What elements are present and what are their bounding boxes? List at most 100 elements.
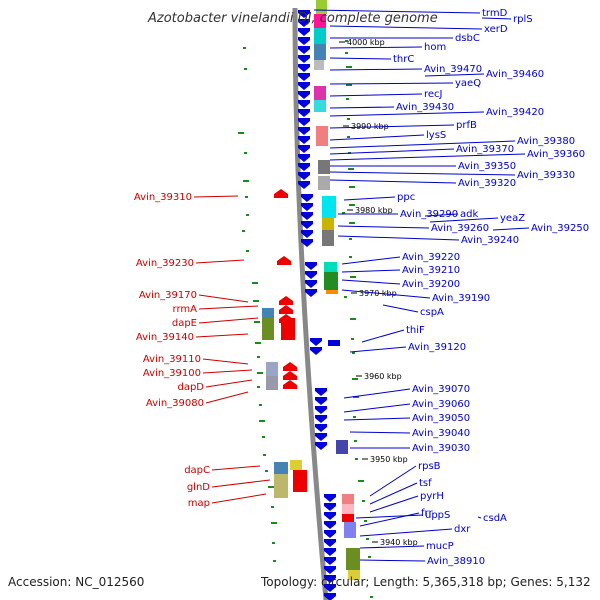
gc-dot <box>344 296 347 298</box>
gc-dot <box>268 486 274 488</box>
gc-dot <box>262 436 265 438</box>
leader-line <box>329 82 454 85</box>
gene-label[interactable]: adk <box>460 209 478 220</box>
gene-label[interactable]: dapD <box>177 382 204 393</box>
gene-arrow <box>283 362 297 371</box>
gene-label[interactable]: Avin_39070 <box>412 384 470 395</box>
gene-label[interactable]: Avin_39060 <box>412 399 470 410</box>
gene-label[interactable]: rrmA <box>173 304 198 315</box>
gene-label[interactable]: Avin_39470 <box>424 64 482 75</box>
gene-label[interactable]: Avin_39120 <box>408 342 466 353</box>
gene-label[interactable]: cspA <box>420 307 444 318</box>
gc-dot <box>347 136 350 138</box>
gene-block <box>328 340 340 346</box>
gene-arrow <box>315 415 327 423</box>
gene-arrow <box>305 271 317 279</box>
gene-label[interactable]: Avin_39460 <box>486 69 544 80</box>
gene-arrow <box>324 575 336 583</box>
gc-dot <box>349 222 355 224</box>
gene-label[interactable]: Avin_39140 <box>136 332 194 343</box>
gene-arrow <box>305 280 317 288</box>
gene-label[interactable]: yeaZ <box>500 213 525 224</box>
gc-dot <box>350 276 356 278</box>
gene-label[interactable]: Avin_39290 <box>400 209 458 220</box>
gene-label[interactable]: frr <box>421 508 433 519</box>
gene-label[interactable]: pyrH <box>420 491 444 502</box>
gene-label[interactable]: dapC <box>184 465 210 476</box>
gene-label[interactable]: Avin_39350 <box>458 161 516 172</box>
gene-label[interactable]: Avin_39110 <box>143 354 201 365</box>
gene-label[interactable]: prfB <box>456 120 477 131</box>
leader-line <box>202 358 249 365</box>
gene-label[interactable]: Avin_39250 <box>531 223 589 234</box>
gene-label[interactable]: Avin_39240 <box>461 235 519 246</box>
gene-arrow <box>298 10 310 18</box>
gene-label[interactable]: dapE <box>172 318 197 329</box>
gene-arrow <box>324 521 336 529</box>
gene-label[interactable]: Avin_39370 <box>456 144 514 155</box>
gene-arrow <box>298 73 310 81</box>
gene-label[interactable]: Avin_39220 <box>402 252 460 263</box>
gene-label[interactable]: Avin_39190 <box>432 293 490 304</box>
gene-label[interactable]: Avin_39100 <box>143 368 201 379</box>
gene-label[interactable]: Avin_39430 <box>396 102 454 113</box>
gene-label[interactable]: Avin_39260 <box>431 223 489 234</box>
gene-arrow <box>305 289 317 297</box>
gene-label[interactable]: recJ <box>424 89 443 100</box>
gene-label[interactable]: Avin_39360 <box>527 149 585 160</box>
gene-arrow <box>315 442 327 450</box>
gene-label[interactable]: rplS <box>513 14 533 25</box>
leader-line <box>343 388 411 399</box>
gene-arrow <box>301 212 313 220</box>
gene-label[interactable]: thiF <box>406 325 425 336</box>
gene-label[interactable]: tsf <box>419 478 432 489</box>
leader-line <box>195 333 249 338</box>
gene-arrow <box>301 221 313 229</box>
leader-line <box>211 493 267 504</box>
gene-label[interactable]: xerD <box>484 24 508 35</box>
gc-dot <box>253 300 259 302</box>
leader-line <box>337 235 460 241</box>
gene-label[interactable]: Avin_39420 <box>486 107 544 118</box>
gene-label[interactable]: Avin_39030 <box>412 443 470 454</box>
gene-label[interactable]: Avin_39230 <box>136 258 194 269</box>
gene-label[interactable]: map <box>188 498 210 509</box>
gene-label[interactable]: dsbC <box>455 33 480 44</box>
gene-label[interactable]: Avin_39200 <box>402 279 460 290</box>
gene-arrow <box>315 406 327 414</box>
leader-line <box>424 73 485 77</box>
gene-label[interactable]: Avin_39320 <box>458 178 516 189</box>
gene-label[interactable]: csdA <box>483 513 507 524</box>
gene-label[interactable]: Avin_39080 <box>146 398 204 409</box>
gene-label[interactable]: trmD <box>482 8 508 19</box>
leader-line <box>329 124 455 129</box>
gene-label[interactable]: lysS <box>426 130 446 141</box>
gene-label[interactable]: uppS <box>425 510 450 521</box>
gene-label[interactable]: Avin_39310 <box>134 192 192 203</box>
gene-block <box>314 100 326 112</box>
gene-label[interactable]: yaeQ <box>455 78 481 89</box>
gc-dot <box>255 342 261 344</box>
leader-line <box>343 196 396 201</box>
gene-block <box>274 462 288 474</box>
gene-label[interactable]: mucP <box>426 541 454 552</box>
gene-label[interactable]: Avin_39050 <box>412 413 470 424</box>
gene-label[interactable]: dxr <box>454 524 471 535</box>
gc-dot <box>350 318 356 320</box>
gene-label[interactable]: ppc <box>397 192 415 203</box>
gc-dot <box>243 47 246 49</box>
gene-label[interactable]: Avin_39380 <box>517 136 575 147</box>
gene-label[interactable]: Avin_39210 <box>402 265 460 276</box>
gene-label[interactable]: thrC <box>393 54 414 65</box>
gene-block <box>266 362 278 376</box>
gene-label[interactable]: Avin_39040 <box>412 428 470 439</box>
gene-label[interactable]: Avin_39330 <box>517 170 575 181</box>
leader-line <box>329 57 392 60</box>
gene-label[interactable]: Avin_38910 <box>427 556 485 567</box>
gene-label[interactable]: rpsB <box>418 461 441 472</box>
leader-line <box>349 431 411 434</box>
gene-label[interactable]: glnD <box>187 482 210 493</box>
gene-label[interactable]: Avin_39170 <box>139 290 197 301</box>
gene-label[interactable]: hom <box>424 42 446 53</box>
